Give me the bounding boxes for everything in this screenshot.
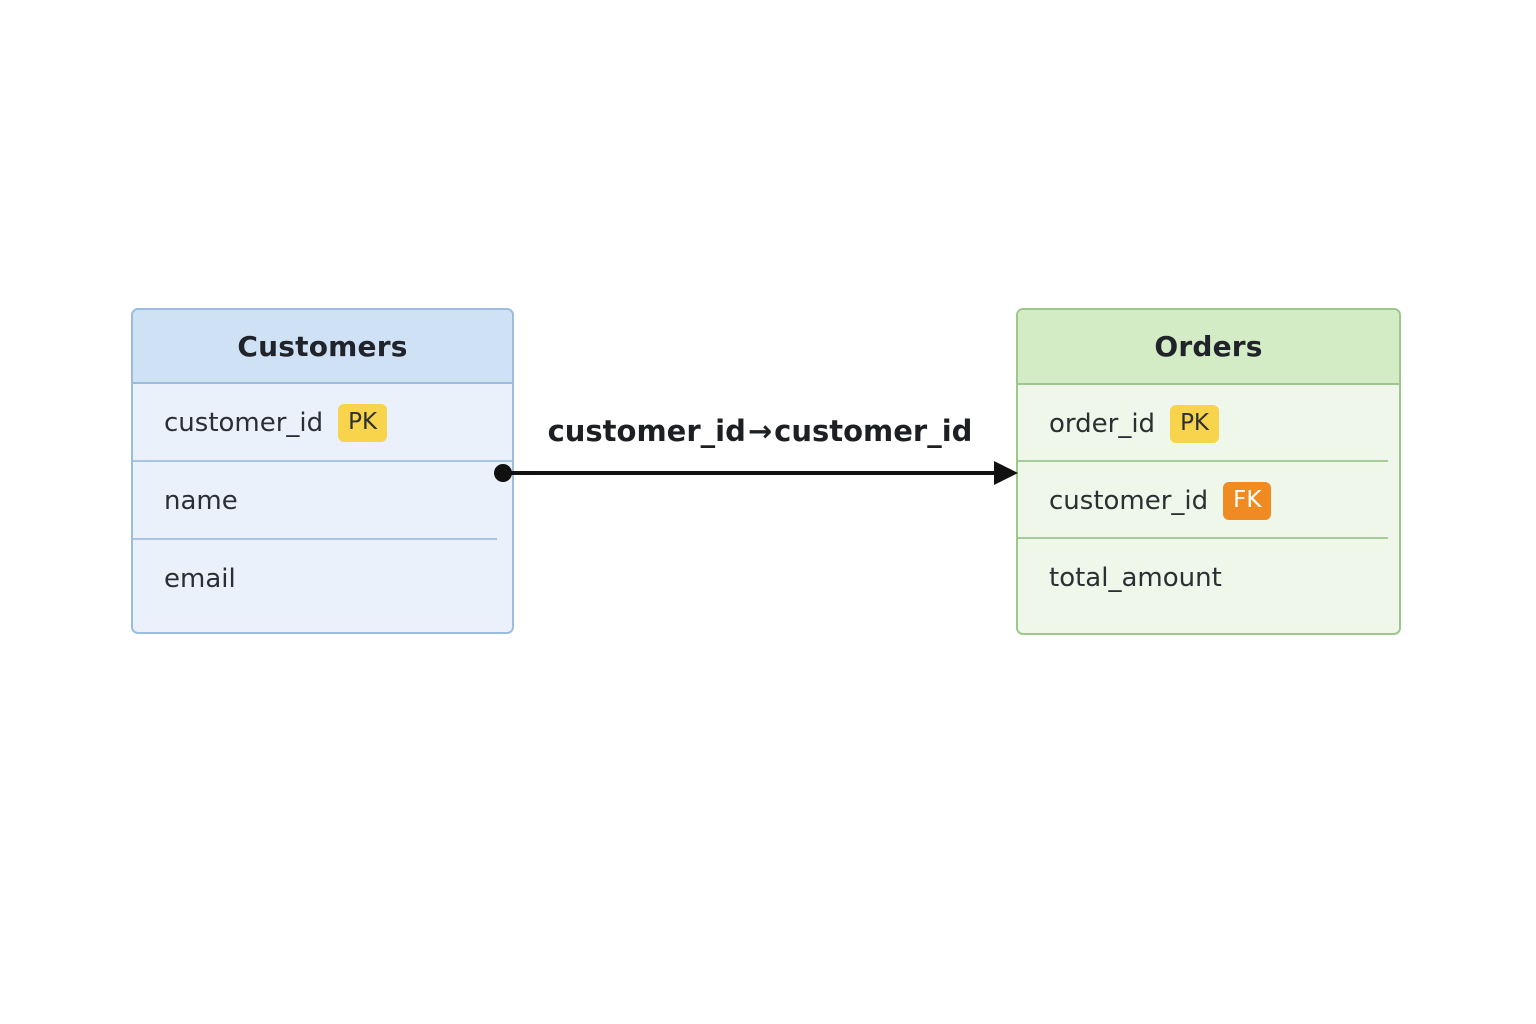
field-row[interactable]: name [133,462,512,540]
field-separator [1018,460,1388,462]
field-name: name [164,486,238,516]
relationship-to-field: customer_id [774,414,973,448]
relationship-from-field: customer_id [547,414,746,448]
relationship-arrowhead-icon [994,461,1018,485]
foreign-key-badge: FK [1223,481,1272,520]
field-row[interactable]: customer_id PK [133,384,512,462]
entity-customers-fields: customer_id PK name email [133,384,512,618]
field-name: total_amount [1049,562,1222,593]
field-name: customer_id [164,408,324,438]
field-separator [133,538,497,540]
entity-orders-fields: order_id PK customer_id FK total_amount [1018,385,1399,616]
entity-orders-title: Orders [1018,310,1399,385]
field-row[interactable]: customer_id FK [1018,462,1399,539]
field-separator [1018,537,1388,539]
entity-orders[interactable]: Orders order_id PK customer_id FK total_… [1016,308,1401,635]
field-name: email [164,564,236,594]
field-row[interactable]: email [133,540,512,618]
field-separator [133,460,512,462]
arrow-right-icon: → [747,414,773,448]
field-name: customer_id [1049,485,1209,516]
primary-key-badge: PK [1170,404,1220,443]
field-name: order_id [1049,408,1156,439]
field-row[interactable]: order_id PK [1018,385,1399,462]
entity-customers-title: Customers [133,310,512,384]
relationship-label: customer_id→customer_id [510,414,1010,448]
entity-customers[interactable]: Customers customer_id PK name email [131,308,514,634]
field-row[interactable]: total_amount [1018,539,1399,616]
primary-key-badge: PK [338,404,388,442]
